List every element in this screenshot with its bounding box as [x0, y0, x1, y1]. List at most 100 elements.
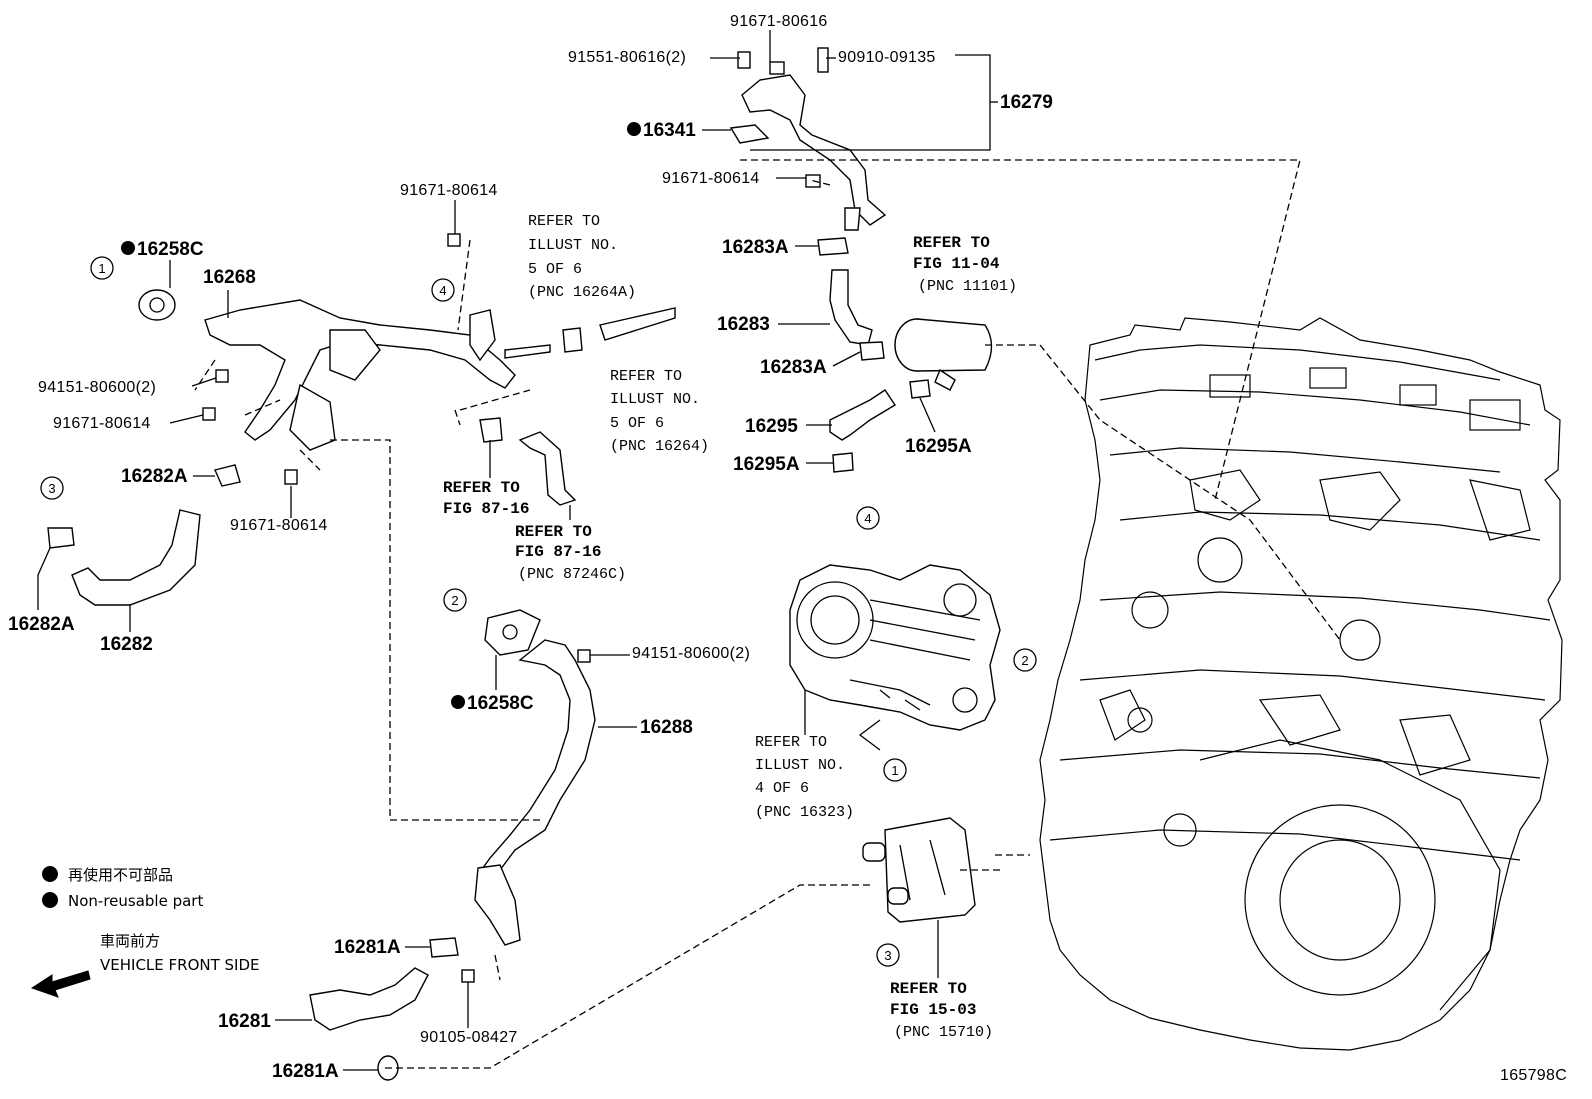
- ref-fig-11-04[interactable]: REFER TO FIG 11-04 (PNC 11101): [913, 234, 1017, 295]
- part-label-16295[interactable]: 16295: [745, 416, 798, 437]
- svg-text:(PNC 16264): (PNC 16264): [610, 438, 709, 455]
- hose-16281-drawing: [309, 937, 459, 1081]
- svg-text:(PNC 87246C): (PNC 87246C): [518, 566, 626, 583]
- part-label-91671-80614[interactable]: 91671-80614: [662, 170, 760, 187]
- direction-ja: 車両前方: [100, 932, 160, 950]
- part-labels: 91671-80616 91551-80616(2) 90910-09135 1…: [8, 13, 1053, 1082]
- svg-text:REFER TO: REFER TO: [515, 523, 592, 541]
- legend-dot: [42, 866, 58, 882]
- reference-notes: REFER TO ILLUST NO. 5 OF 6 (PNC 16264A) …: [443, 213, 1017, 1041]
- part-label-94151-80600[interactable]: 94151-80600(2): [632, 645, 750, 662]
- callout-text: 3: [884, 948, 891, 963]
- ref-illust-5-16264a[interactable]: REFER TO ILLUST NO. 5 OF 6 (PNC 16264A): [528, 213, 636, 301]
- part-label-16281A[interactable]: 16281A: [272, 1061, 339, 1082]
- part-label-16283A[interactable]: 16283A: [722, 237, 789, 258]
- part-label-90910-09135[interactable]: 90910-09135: [838, 49, 936, 66]
- svg-text:4 OF 6: 4 OF 6: [755, 780, 809, 797]
- ref-illust-5-16264[interactable]: REFER TO ILLUST NO. 5 OF 6 (PNC 16264): [610, 368, 709, 455]
- svg-text:ILLUST NO.: ILLUST NO.: [528, 237, 618, 254]
- ref-fig-15-03[interactable]: REFER TO FIG 15-03 (PNC 15710): [890, 920, 993, 1041]
- ref-fig-87-16-87246c[interactable]: REFER TO FIG 87-16 (PNC 87246C): [515, 505, 626, 583]
- circle-callouts: 1 4 3 2 4 2 1 3: [40, 256, 1037, 967]
- water-pump-drawing: [789, 564, 1001, 731]
- callout-text: 4: [439, 283, 446, 298]
- callout-circle-3a: [40, 476, 64, 500]
- part-label-16341[interactable]: 16341: [643, 120, 696, 141]
- part-label-16281[interactable]: 16281: [218, 1011, 271, 1032]
- callout-text: 1: [98, 261, 105, 276]
- pipe-16288-drawing: [461, 609, 596, 983]
- arrow-left-icon: [30, 970, 91, 998]
- pipe-16268-drawing: [138, 233, 551, 485]
- svg-text:REFER TO: REFER TO: [610, 368, 682, 385]
- callout-text: 2: [451, 593, 458, 608]
- callout-circle-4a: [431, 278, 455, 302]
- part-label-91671-80614[interactable]: 91671-80614: [230, 517, 328, 534]
- part-label-16268[interactable]: 16268: [203, 267, 256, 288]
- hose-16295-drawing: [829, 379, 931, 473]
- svg-text:ILLUST NO.: ILLUST NO.: [610, 391, 700, 408]
- svg-text:REFER TO: REFER TO: [443, 479, 520, 497]
- part-label-90105-08427[interactable]: 90105-08427: [420, 1029, 518, 1046]
- diagram-code: 165798C: [1500, 1067, 1567, 1084]
- svg-text:(PNC 16323): (PNC 16323): [755, 804, 854, 821]
- callout-circle-2a: [443, 588, 467, 612]
- part-label-16288[interactable]: 16288: [640, 717, 693, 738]
- direction-en: VEHICLE FRONT SIDE: [100, 956, 260, 974]
- part-label-16282[interactable]: 16282: [100, 634, 153, 655]
- ref-illust-4-16323[interactable]: REFER TO ILLUST NO. 4 OF 6 (PNC 16323): [755, 690, 854, 821]
- callout-text: 4: [864, 511, 871, 526]
- callout-text: 3: [48, 481, 55, 496]
- part-label-16295A[interactable]: 16295A: [905, 436, 972, 457]
- part-label-91671-80614[interactable]: 91671-80614: [400, 182, 498, 199]
- ref-fig-87-16[interactable]: REFER TO FIG 87-16: [443, 440, 529, 518]
- part-label-94151-80600[interactable]: 94151-80600(2): [38, 379, 156, 396]
- svg-text:REFER TO: REFER TO: [755, 734, 827, 751]
- oil-cooler-drawing: [862, 817, 976, 923]
- leader-lines: [194, 54, 1341, 1069]
- part-label-16281A[interactable]: 16281A: [334, 937, 401, 958]
- direction-indicator: 車両前方 VEHICLE FRONT SIDE: [30, 932, 260, 998]
- svg-text:REFER TO: REFER TO: [913, 234, 990, 252]
- svg-text:FIG 11-04: FIG 11-04: [913, 255, 1000, 273]
- callout-circle-3b: [876, 943, 900, 967]
- hose-16264-drawing: [479, 417, 577, 506]
- svg-text:5 OF 6: 5 OF 6: [610, 415, 664, 432]
- callout-text: 1: [891, 763, 898, 778]
- part-label-16282A[interactable]: 16282A: [121, 466, 188, 487]
- non-reusable-dot: [627, 122, 641, 136]
- svg-text:FIG 15-03: FIG 15-03: [890, 1001, 976, 1019]
- callout-text: 2: [1021, 653, 1028, 668]
- callout-circle-4b: [856, 506, 880, 530]
- part-label-16258C[interactable]: 16258C: [467, 693, 534, 714]
- svg-text:(PNC 11101): (PNC 11101): [918, 278, 1017, 295]
- svg-text:(PNC 16264A): (PNC 16264A): [528, 284, 636, 301]
- part-label-91671-80616[interactable]: 91671-80616: [730, 13, 828, 30]
- legend-en: Non-reusable part: [68, 892, 203, 910]
- part-label-16295A[interactable]: 16295A: [733, 454, 800, 475]
- part-label-16283[interactable]: 16283: [717, 314, 770, 335]
- pipe-16279-drawing: [729, 47, 887, 231]
- callout-circle-1a: [90, 256, 114, 280]
- svg-text:(PNC 15710): (PNC 15710): [894, 1024, 993, 1041]
- callout-circle-2b: [1013, 648, 1037, 672]
- part-label-91671-80614[interactable]: 91671-80614: [53, 415, 151, 432]
- non-reusable-dot: [451, 695, 465, 709]
- svg-text:FIG 87-16: FIG 87-16: [515, 543, 601, 561]
- part-label-91551-80616[interactable]: 91551-80616(2): [568, 49, 686, 66]
- legend-ja: 再使用不可部品: [68, 866, 173, 884]
- legend: 再使用不可部品 Non-reusable part: [42, 866, 203, 910]
- hose-16282-drawing: [47, 464, 241, 606]
- svg-text:REFER TO: REFER TO: [528, 213, 600, 230]
- part-label-16279[interactable]: 16279: [1000, 92, 1053, 113]
- hose-16283-drawing: [817, 237, 885, 361]
- legend-dot: [42, 892, 58, 908]
- callout-circle-1b: [883, 758, 907, 782]
- engine-block-drawing: [1039, 317, 1563, 1051]
- part-label-16282A[interactable]: 16282A: [8, 614, 75, 635]
- part-label-16283A[interactable]: 16283A: [760, 357, 827, 378]
- svg-text:ILLUST NO.: ILLUST NO.: [755, 757, 845, 774]
- part-label-16258C[interactable]: 16258C: [137, 239, 204, 260]
